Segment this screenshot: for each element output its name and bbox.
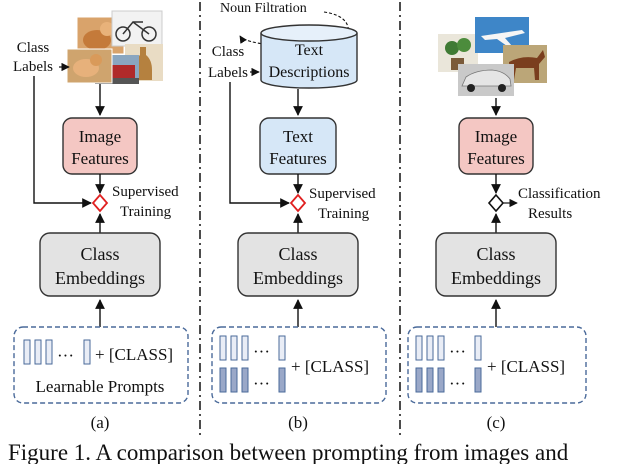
car-photo-icon	[458, 64, 514, 96]
panel-a: Class Labels Image Features Supervised T…	[13, 10, 189, 432]
prompt-token-b5	[219, 367, 227, 393]
panel-c: Image Features Classification Results Cl…	[407, 17, 601, 432]
learnable-token-row-a: ··· + [CLASS]	[23, 339, 173, 365]
prompt-token-row-c2: ···	[415, 367, 482, 393]
image-features-label-c-line2: Features	[467, 149, 525, 168]
class-embeddings-box-a	[39, 232, 161, 297]
prompt-token-b7	[241, 367, 249, 393]
prompt-token-c8	[474, 367, 482, 393]
text-descriptions-label-line2: Descriptions	[269, 64, 350, 81]
prompt-token-b2	[230, 335, 238, 361]
image-features-label-c-line1: Image	[475, 127, 517, 146]
class-labels-b-line2: Labels	[208, 65, 248, 81]
prompt-token-b8	[278, 367, 286, 393]
cat-photo-icon	[66, 48, 113, 84]
prompt-token-b3	[241, 335, 249, 361]
image-features-label-a-line1: Image	[79, 127, 121, 146]
prompt-token-row-c1: ···	[415, 335, 482, 361]
prompt-ellipsis-b2: ···	[253, 374, 270, 393]
prompt-token-c5	[415, 367, 423, 393]
class-embeddings-label-c-line2: Embeddings	[451, 268, 541, 288]
figure-caption: Figure 1. A comparison between prompting…	[8, 441, 569, 464]
prompt-token-b1	[219, 335, 227, 361]
prompt-box-a	[13, 326, 189, 404]
text-descriptions-label-line1: Text	[295, 42, 324, 59]
prompt-token-c7	[437, 367, 445, 393]
prompt-ellipsis-b1: ···	[253, 342, 270, 361]
prompt-token-a2	[34, 339, 42, 365]
prompt-token-b4	[278, 335, 286, 361]
prompt-class-token-c: + [CLASS]	[487, 357, 565, 376]
class-embeddings-label-b-line2: Embeddings	[253, 268, 343, 288]
prompt-class-token-b: + [CLASS]	[291, 357, 369, 376]
image-features-label-a-line2: Features	[71, 149, 129, 168]
arrow-class-labels-to-diamond-b	[229, 82, 290, 208]
arrow-class-labels-to-diamond-a	[33, 76, 92, 208]
supervised-diamond-b	[289, 193, 307, 213]
supervised-training-a-line1: Supervised	[112, 184, 179, 200]
prompt-token-row-b2: ···	[219, 367, 286, 393]
supervised-training-b-line2: Training	[318, 206, 370, 222]
sub-label-a: (a)	[91, 413, 110, 432]
supervised-training-a-line2: Training	[120, 204, 172, 220]
prompt-ellipsis-c1: ···	[449, 342, 466, 361]
prompt-token-a4	[83, 339, 91, 365]
prompt-token-c3	[437, 335, 445, 361]
prompt-class-token-a: + [CLASS]	[95, 345, 173, 364]
class-embeddings-box-b	[237, 232, 359, 297]
classification-results-line2: Results	[528, 206, 572, 222]
method-comparison-figure: Class Labels Image Features Supervised T…	[13, 1, 601, 436]
class-embeddings-label-a-line1: Class	[80, 244, 119, 264]
supervised-diamond-a	[91, 193, 109, 213]
prompt-token-row-b1: ···	[219, 335, 286, 361]
class-embeddings-box-c	[435, 232, 557, 297]
prompt-token-c4	[474, 335, 482, 361]
image-collage-c	[438, 17, 547, 96]
class-embeddings-label-b-line1: Class	[278, 244, 317, 264]
class-embeddings-label-c-line1: Class	[476, 244, 515, 264]
class-embeddings-label-a-line2: Embeddings	[55, 268, 145, 288]
image-collage-a	[66, 10, 163, 84]
sub-label-b: (b)	[288, 413, 308, 432]
prompt-token-a1	[23, 339, 31, 365]
text-features-label-line1: Text	[283, 127, 313, 146]
supervised-training-b-line1: Supervised	[309, 186, 376, 202]
prompt-token-a3	[45, 339, 53, 365]
panel-b: Noun Filtration Class Labels Text Descri…	[208, 1, 387, 432]
learnable-prompts-label: Learnable Prompts	[36, 377, 165, 396]
prompt-box-c	[407, 326, 587, 404]
class-labels-b-line1: Class	[212, 44, 245, 60]
text-features-label-line2: Features	[269, 149, 327, 168]
classification-results-line1: Classification	[518, 186, 601, 202]
prompt-token-c1	[415, 335, 423, 361]
prompt-ellipsis-c2: ···	[449, 374, 466, 393]
text-descriptions-database	[260, 24, 358, 89]
class-labels-a-line1: Class	[17, 40, 50, 56]
prompt-token-b6	[230, 367, 238, 393]
prompt-box-b	[211, 326, 387, 404]
prompt-token-c2	[426, 335, 434, 361]
noun-filtration-label: Noun Filtration	[220, 1, 307, 16]
classification-diamond	[487, 193, 505, 213]
sub-label-c: (c)	[487, 413, 506, 432]
prompt-token-c6	[426, 367, 434, 393]
bicycle-photo-icon	[111, 10, 163, 47]
class-labels-a-line2: Labels	[13, 59, 53, 75]
noun-filtration-arrow	[239, 11, 350, 49]
prompt-ellipsis-a: ···	[57, 346, 74, 365]
